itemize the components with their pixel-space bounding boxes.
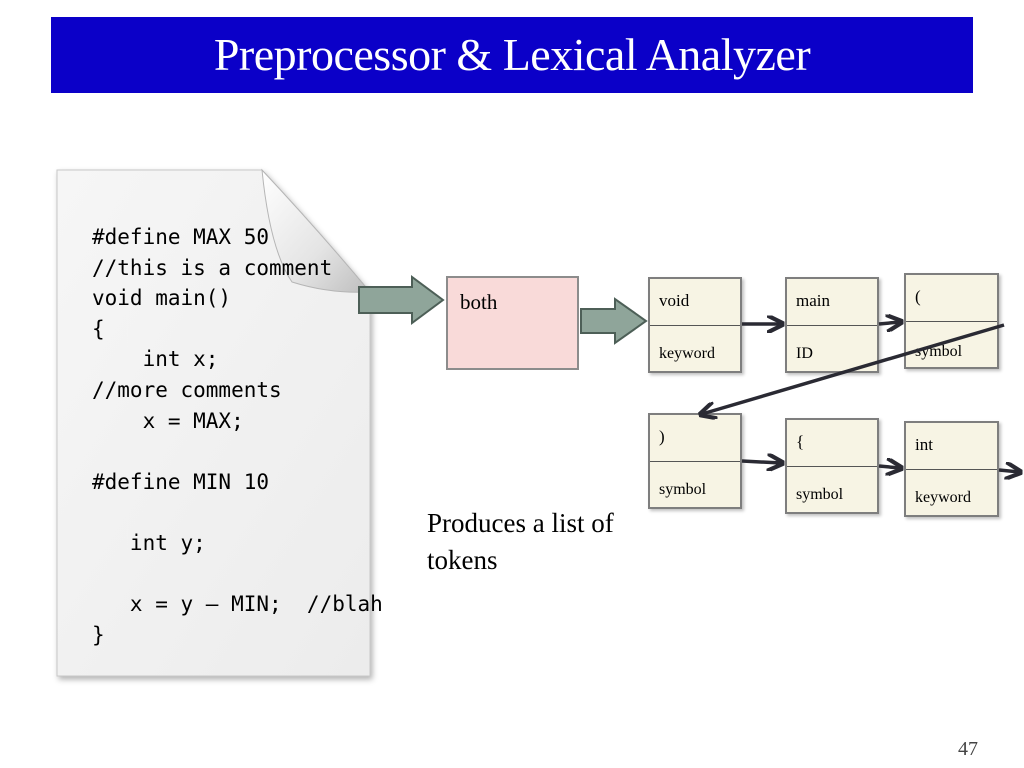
code-line: //more comments — [92, 377, 282, 402]
token-value: int — [915, 435, 933, 454]
chain-arrow-icon — [878, 466, 900, 468]
token-type: symbol — [796, 486, 844, 503]
chain-arrow-icon — [702, 323, 1005, 414]
page-number: 47 — [958, 738, 978, 760]
slide-title: Preprocessor & Lexical Analyzer — [51, 17, 973, 93]
token-value: main — [796, 291, 830, 310]
code-line: #define MAX 50 — [92, 225, 270, 249]
token-divider — [906, 469, 997, 470]
token-divider — [650, 461, 740, 462]
block-arrow-icon — [358, 275, 445, 325]
source-code: #define MAX 50 //this is a comment void … — [92, 222, 383, 650]
token-box: main ID — [785, 277, 879, 373]
code-line: { — [92, 316, 105, 341]
code-line: //this is a comment — [92, 255, 333, 280]
chain-arrow-icon — [741, 461, 781, 463]
code-line: int x; — [92, 347, 219, 372]
chain-arrow-icon — [998, 470, 1019, 472]
token-value: ( — [915, 287, 921, 306]
token-divider — [650, 325, 740, 326]
code-line: #define MIN 10 — [92, 469, 270, 494]
code-line: x = y – MIN; //blah — [92, 592, 383, 617]
block-arrow-icon — [580, 297, 648, 345]
token-divider — [906, 321, 997, 322]
token-box: int keyword — [904, 421, 999, 517]
processor-box: both — [446, 276, 579, 370]
token-divider — [787, 466, 877, 467]
code-line: x = MAX; — [92, 408, 244, 433]
token-value: { — [796, 432, 805, 451]
token-box: void keyword — [648, 277, 742, 373]
token-type: keyword — [659, 345, 715, 362]
token-type: ID — [796, 345, 813, 362]
token-box: ( symbol — [904, 273, 999, 369]
code-line: void main() — [92, 286, 232, 311]
token-type: symbol — [659, 481, 707, 498]
code-line: int y; — [92, 530, 206, 555]
token-value: ) — [659, 427, 665, 446]
caption: Produces a list of tokens — [427, 508, 614, 575]
token-type: keyword — [915, 489, 971, 506]
token-value: void — [659, 291, 690, 310]
processor-label: both — [460, 290, 498, 314]
token-box: { symbol — [785, 418, 879, 514]
token-box: ) symbol — [648, 413, 742, 509]
code-line: } — [92, 622, 105, 647]
chain-arrow-icon — [878, 322, 900, 324]
token-divider — [787, 325, 877, 326]
